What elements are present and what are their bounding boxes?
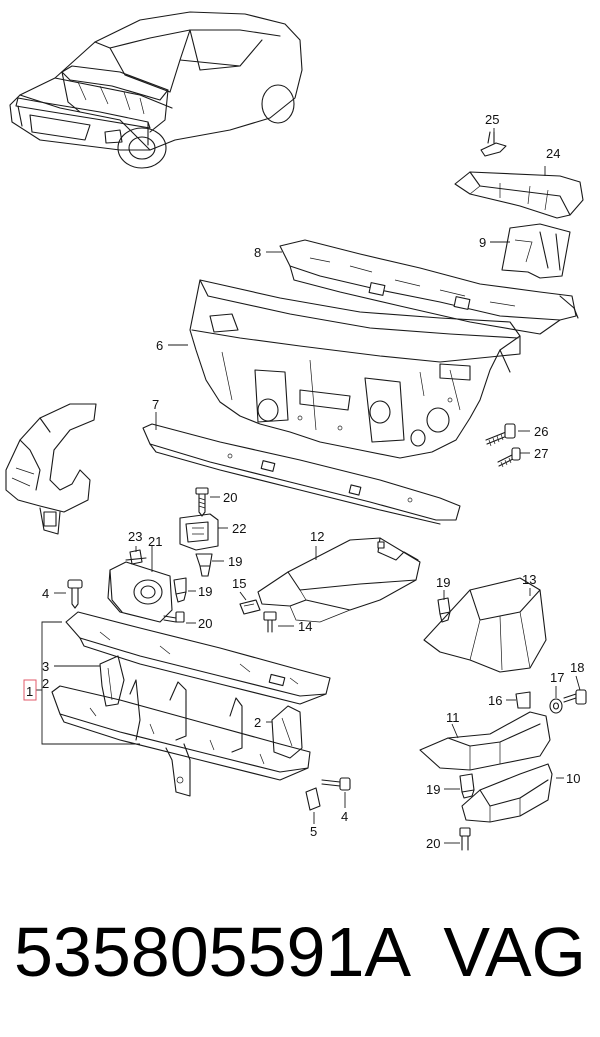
callout-11: 11: [446, 710, 460, 725]
part-18-bolt: [563, 689, 587, 705]
callout-20-middle: 20: [198, 616, 212, 631]
callout-21: 21: [148, 534, 162, 549]
callout-2-left: 2: [42, 676, 49, 691]
part-12-cover-tray: [257, 537, 421, 623]
callout-26: 26: [534, 424, 548, 439]
callout-6: 6: [156, 338, 163, 353]
callout-22: 22: [232, 521, 246, 536]
part-24-cowl-cover: [454, 171, 584, 219]
callout-20-lower: 20: [426, 836, 440, 851]
callout-19-a: 19: [228, 554, 242, 569]
part-15-clip: [239, 599, 261, 615]
callout-24: 24: [546, 146, 560, 161]
callout-16: 16: [488, 693, 502, 708]
left-inner-fender: [5, 403, 97, 535]
leader-lines: [54, 128, 581, 844]
part-27-screw: [497, 447, 521, 468]
part-number-label: 535805591A: [14, 913, 412, 991]
part-16-clip: [515, 691, 531, 709]
part-4-bolt-left: [67, 579, 83, 609]
callout-15: 15: [232, 576, 246, 591]
callout-labels: 25 24 8 9 6 7 26 27 20 22 23 21 19 19 12…: [26, 112, 584, 851]
callout-19-c: 19: [436, 575, 450, 590]
part-25-clip: [480, 131, 507, 157]
part-10-duct: [461, 763, 553, 823]
exploded-parts-diagram: 25 24 8 9 6 7 26 27 20 22 23 21 19 19 12…: [5, 11, 587, 851]
highlight-box-1: [23, 679, 37, 701]
part-7-lower-rail: [142, 423, 461, 525]
callout-2-right: 2: [254, 715, 261, 730]
part-13-air-duct: [423, 577, 547, 673]
part-2-bracket-right: [271, 705, 303, 759]
callout-23: 23: [128, 529, 142, 544]
callout-19-b: 19: [198, 584, 212, 599]
callout-25: 25: [485, 112, 499, 127]
part-22-bracket: [179, 513, 219, 551]
callout-14: 14: [298, 619, 312, 634]
part-3-bracket: [99, 655, 125, 707]
part-20-screw-lower: [459, 827, 471, 851]
callout-4-left: 4: [42, 586, 49, 601]
callout-1: 1: [26, 684, 33, 699]
part-6-bulkhead: [189, 279, 521, 459]
part-20-screw-upper: [195, 487, 209, 517]
callout-4-right: 4: [341, 809, 348, 824]
callout-10: 10: [566, 771, 580, 786]
part-1-lock-carrier-upper: [65, 611, 331, 705]
part-21-bracket: [107, 561, 173, 623]
callout-3: 3: [42, 659, 49, 674]
part-20-screw-middle: [163, 611, 185, 623]
part-26-bolt: [485, 423, 516, 447]
part-1-lock-carrier-lower: [51, 679, 311, 797]
car-silhouette: [9, 11, 303, 169]
callout-18: 18: [570, 660, 584, 675]
part-19-clip-d: [459, 773, 475, 799]
part-17-washer: [549, 698, 563, 714]
part-4-bolt-right: [321, 777, 351, 791]
part-11-support: [419, 711, 551, 771]
callout-7: 7: [152, 397, 159, 412]
part-9-bracket: [501, 223, 571, 279]
callout-17: 17: [550, 670, 564, 685]
part-19-clip-b: [173, 577, 187, 603]
part-19-clip-a: [195, 553, 213, 577]
part-8-plenum-rail: [279, 239, 579, 335]
part-23-grommet: [125, 549, 147, 565]
callout-13: 13: [522, 572, 536, 587]
brand-label: VAG: [443, 913, 586, 991]
callout-12: 12: [310, 529, 324, 544]
group-1-bracket-lines: [23, 621, 140, 745]
callout-20-upper: 20: [223, 490, 237, 505]
callout-5: 5: [310, 824, 317, 839]
part-14-screw: [263, 611, 277, 633]
callout-27: 27: [534, 446, 548, 461]
part-5-clip: [305, 787, 321, 811]
callout-9: 9: [479, 235, 486, 250]
callout-19-d: 19: [426, 782, 440, 797]
callout-8: 8: [254, 245, 261, 260]
